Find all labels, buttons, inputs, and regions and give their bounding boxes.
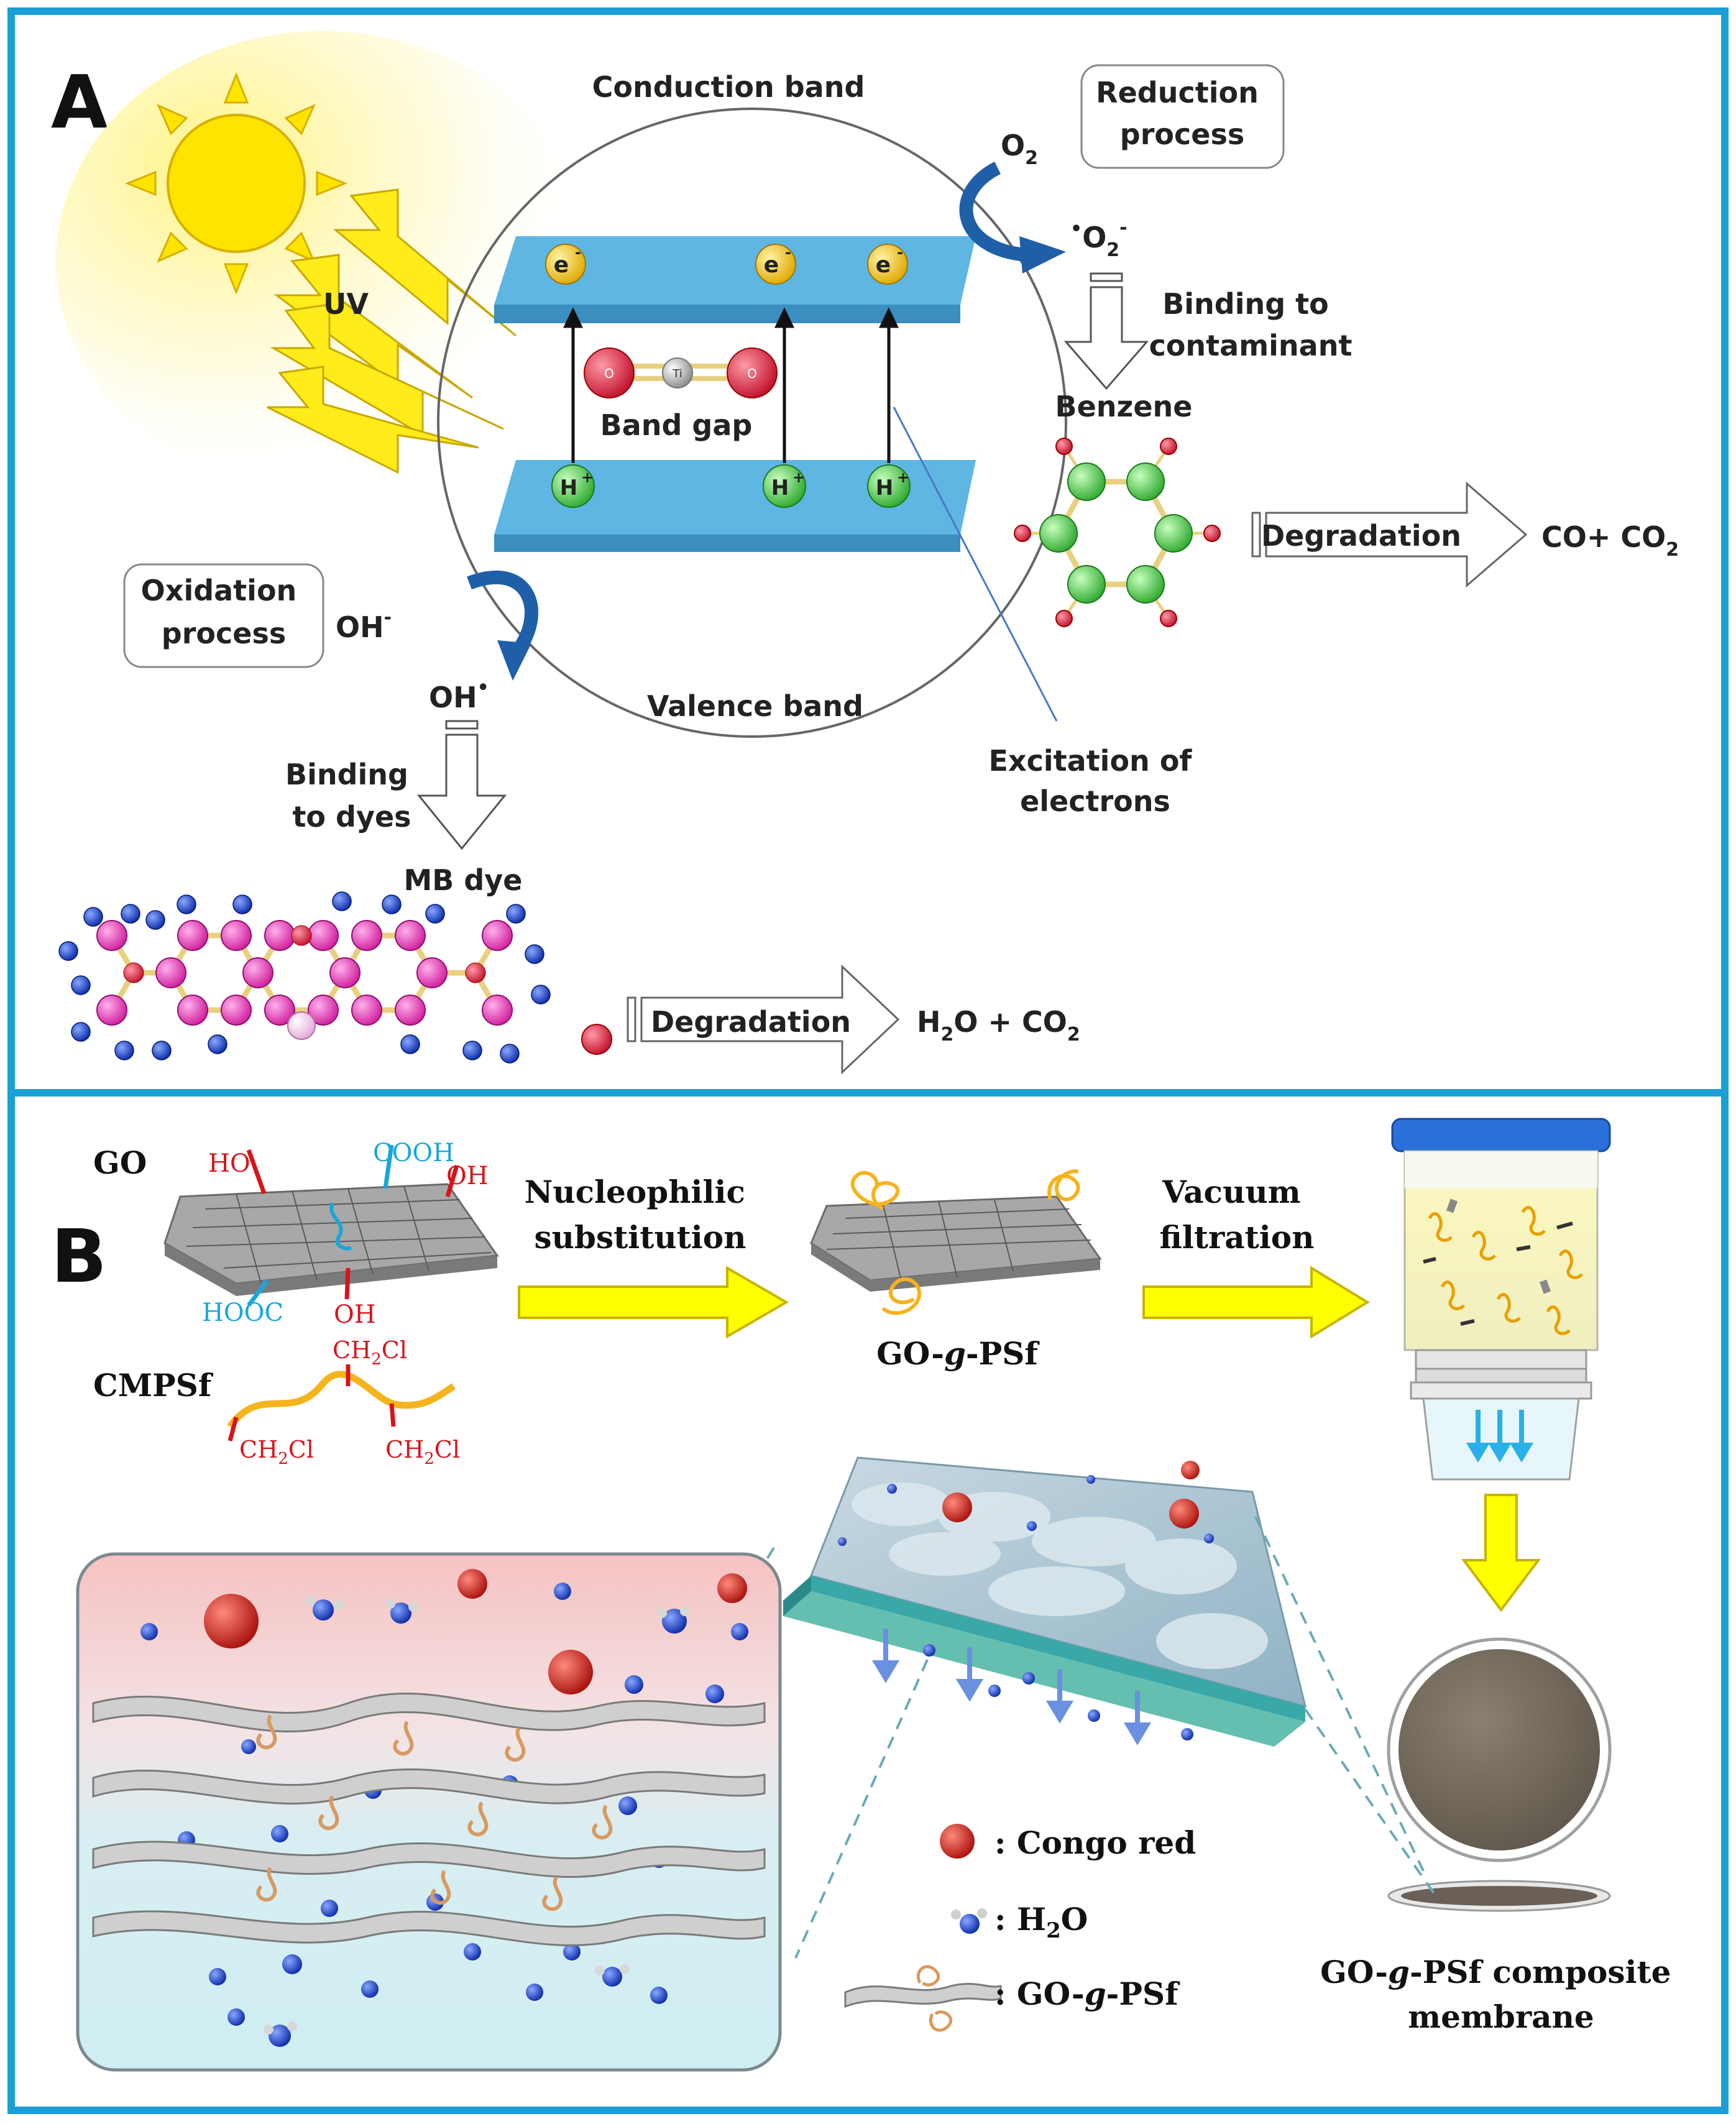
oxidation-process-label: Oxidation process [141,574,307,650]
mb-dye-label: MB dye [404,863,523,897]
legend: : Congo red : H2O : GO-g-PSf [844,1824,1196,2032]
tio2-molecule: O Ti O [584,347,778,398]
hole: H + [867,464,911,508]
excitation-label: Excitation of electrons [989,744,1202,818]
svg-text:H: H [560,476,577,500]
electron: e - [545,244,586,285]
sun-icon [124,71,348,295]
inset-zoom-box [76,1552,782,2072]
superoxide-label: •O2- [1070,217,1127,261]
products-top-label: CO+ CO2 [1541,520,1679,561]
o2-label: O2 [1001,129,1038,169]
svg-text:+: + [897,469,909,486]
legend-h2o-icon [951,1908,987,1934]
step2-label: Vacuum filtration [1160,1174,1315,1256]
hollow-down-arrow [416,720,507,850]
cmpsf-label: CMPSf [93,1367,214,1404]
binding-dyes-label: Binding to dyes [285,758,418,834]
go-sheet [163,1144,499,1307]
benzene-molecule [1014,438,1221,627]
go-label: GO [93,1144,147,1181]
oh-label: OH [446,1162,489,1190]
oh2-label: OH [334,1300,376,1329]
oxidation-process-box [123,563,324,668]
ch2cl-label: CH2Cl [385,1436,460,1468]
ch2cl-label: CH2Cl [333,1336,407,1369]
cmpsf-chain [227,1364,456,1441]
svg-text:-: - [897,244,903,261]
ch2cl-label: CH2Cl [239,1436,314,1468]
curved-arrow-reduction [959,162,1027,262]
svg-text:e: e [764,252,779,278]
yellow-arrow-step2 [1142,1266,1370,1339]
step1-label: Nucleophilic substitution [525,1174,756,1256]
benzene-label: Benzene [1055,390,1193,423]
yellow-down-arrow [1461,1494,1541,1612]
membrane-disc [1387,1637,1612,1912]
mb-dye-molecule [58,891,551,1064]
reduction-process-box [1080,64,1285,169]
svg-text:e: e [876,252,891,278]
svg-text:-: - [785,244,791,261]
legend-congo-red-icon [940,1824,975,1859]
legend-h2o: : H2O [994,1901,1088,1943]
filtration-tube [1391,1118,1611,1481]
oh-minus-label: OH- [336,607,392,644]
cooh-label: COOH [373,1139,454,1167]
svg-text:Ti: Ti [672,367,682,380]
panel-a-letter: A [51,59,108,145]
electron: e - [755,244,796,285]
excitation-pointer [893,407,1058,722]
svg-text:H: H [771,476,789,500]
products-bottom-label: H2O + CO2 [917,1005,1080,1046]
excitation-arrow [563,307,899,463]
hooc-label: HOOC [202,1299,283,1327]
oh-radical-label: OH• [429,677,489,714]
conduction-band-slab [494,236,976,323]
electron: e - [867,244,908,285]
uv-label: UV [323,287,369,321]
svg-text:-: - [575,244,581,261]
curved-arrow-reduction-head [1019,236,1066,274]
svg-text:+: + [581,469,594,486]
membrane-block-3d [783,1456,1307,1747]
binding-contaminant-label: Binding to contaminant [1149,287,1353,362]
degradation-arrow-top [1251,481,1528,588]
svg-text:O: O [604,366,614,381]
degradation-arrow-bottom [627,964,900,1075]
curved-arrow-oxidation [467,570,538,658]
degradation-top-label: Degradation [1261,519,1461,553]
hole: H + [763,464,806,508]
svg-text:+: + [792,469,805,486]
degradation-bottom-label: Degradation [651,1005,851,1039]
curved-arrow-oxidation-head [497,640,531,681]
product-label: GO-g-PSf [876,1335,1040,1372]
hole: H + [551,464,595,508]
svg-text:H: H [876,476,893,500]
conduction-band-label: Conduction band [592,70,865,104]
ho-label: HO [208,1149,250,1178]
legend-congo-red: : Congo red [994,1824,1196,1861]
yellow-arrow-step1 [518,1266,789,1339]
permeate-arrows [871,1629,1152,1745]
oxygen-atom [581,1024,612,1055]
band-circle [437,108,1067,738]
svg-text:e: e [554,252,569,278]
band-gap-label: Band gap [600,408,753,442]
panel-b-letter: B [51,1213,107,1299]
hollow-down-arrow [1063,272,1149,390]
membrane-label: GO-g-PSf composite membrane [1320,1954,1682,2035]
uv-lightning-icon [267,188,517,474]
legend-go-g-psf: : GO-g-PSf [994,1975,1180,2012]
permeate-water [923,1644,1193,1740]
svg-text:O: O [747,366,757,381]
go-g-psf-sheet [810,1169,1102,1315]
valence-band-slab [494,460,976,552]
reduction-process-label: Reduction process [1096,76,1269,151]
legend-go-g-psf-icon [844,1965,1002,2032]
valence-band-label: Valence band [647,689,863,723]
